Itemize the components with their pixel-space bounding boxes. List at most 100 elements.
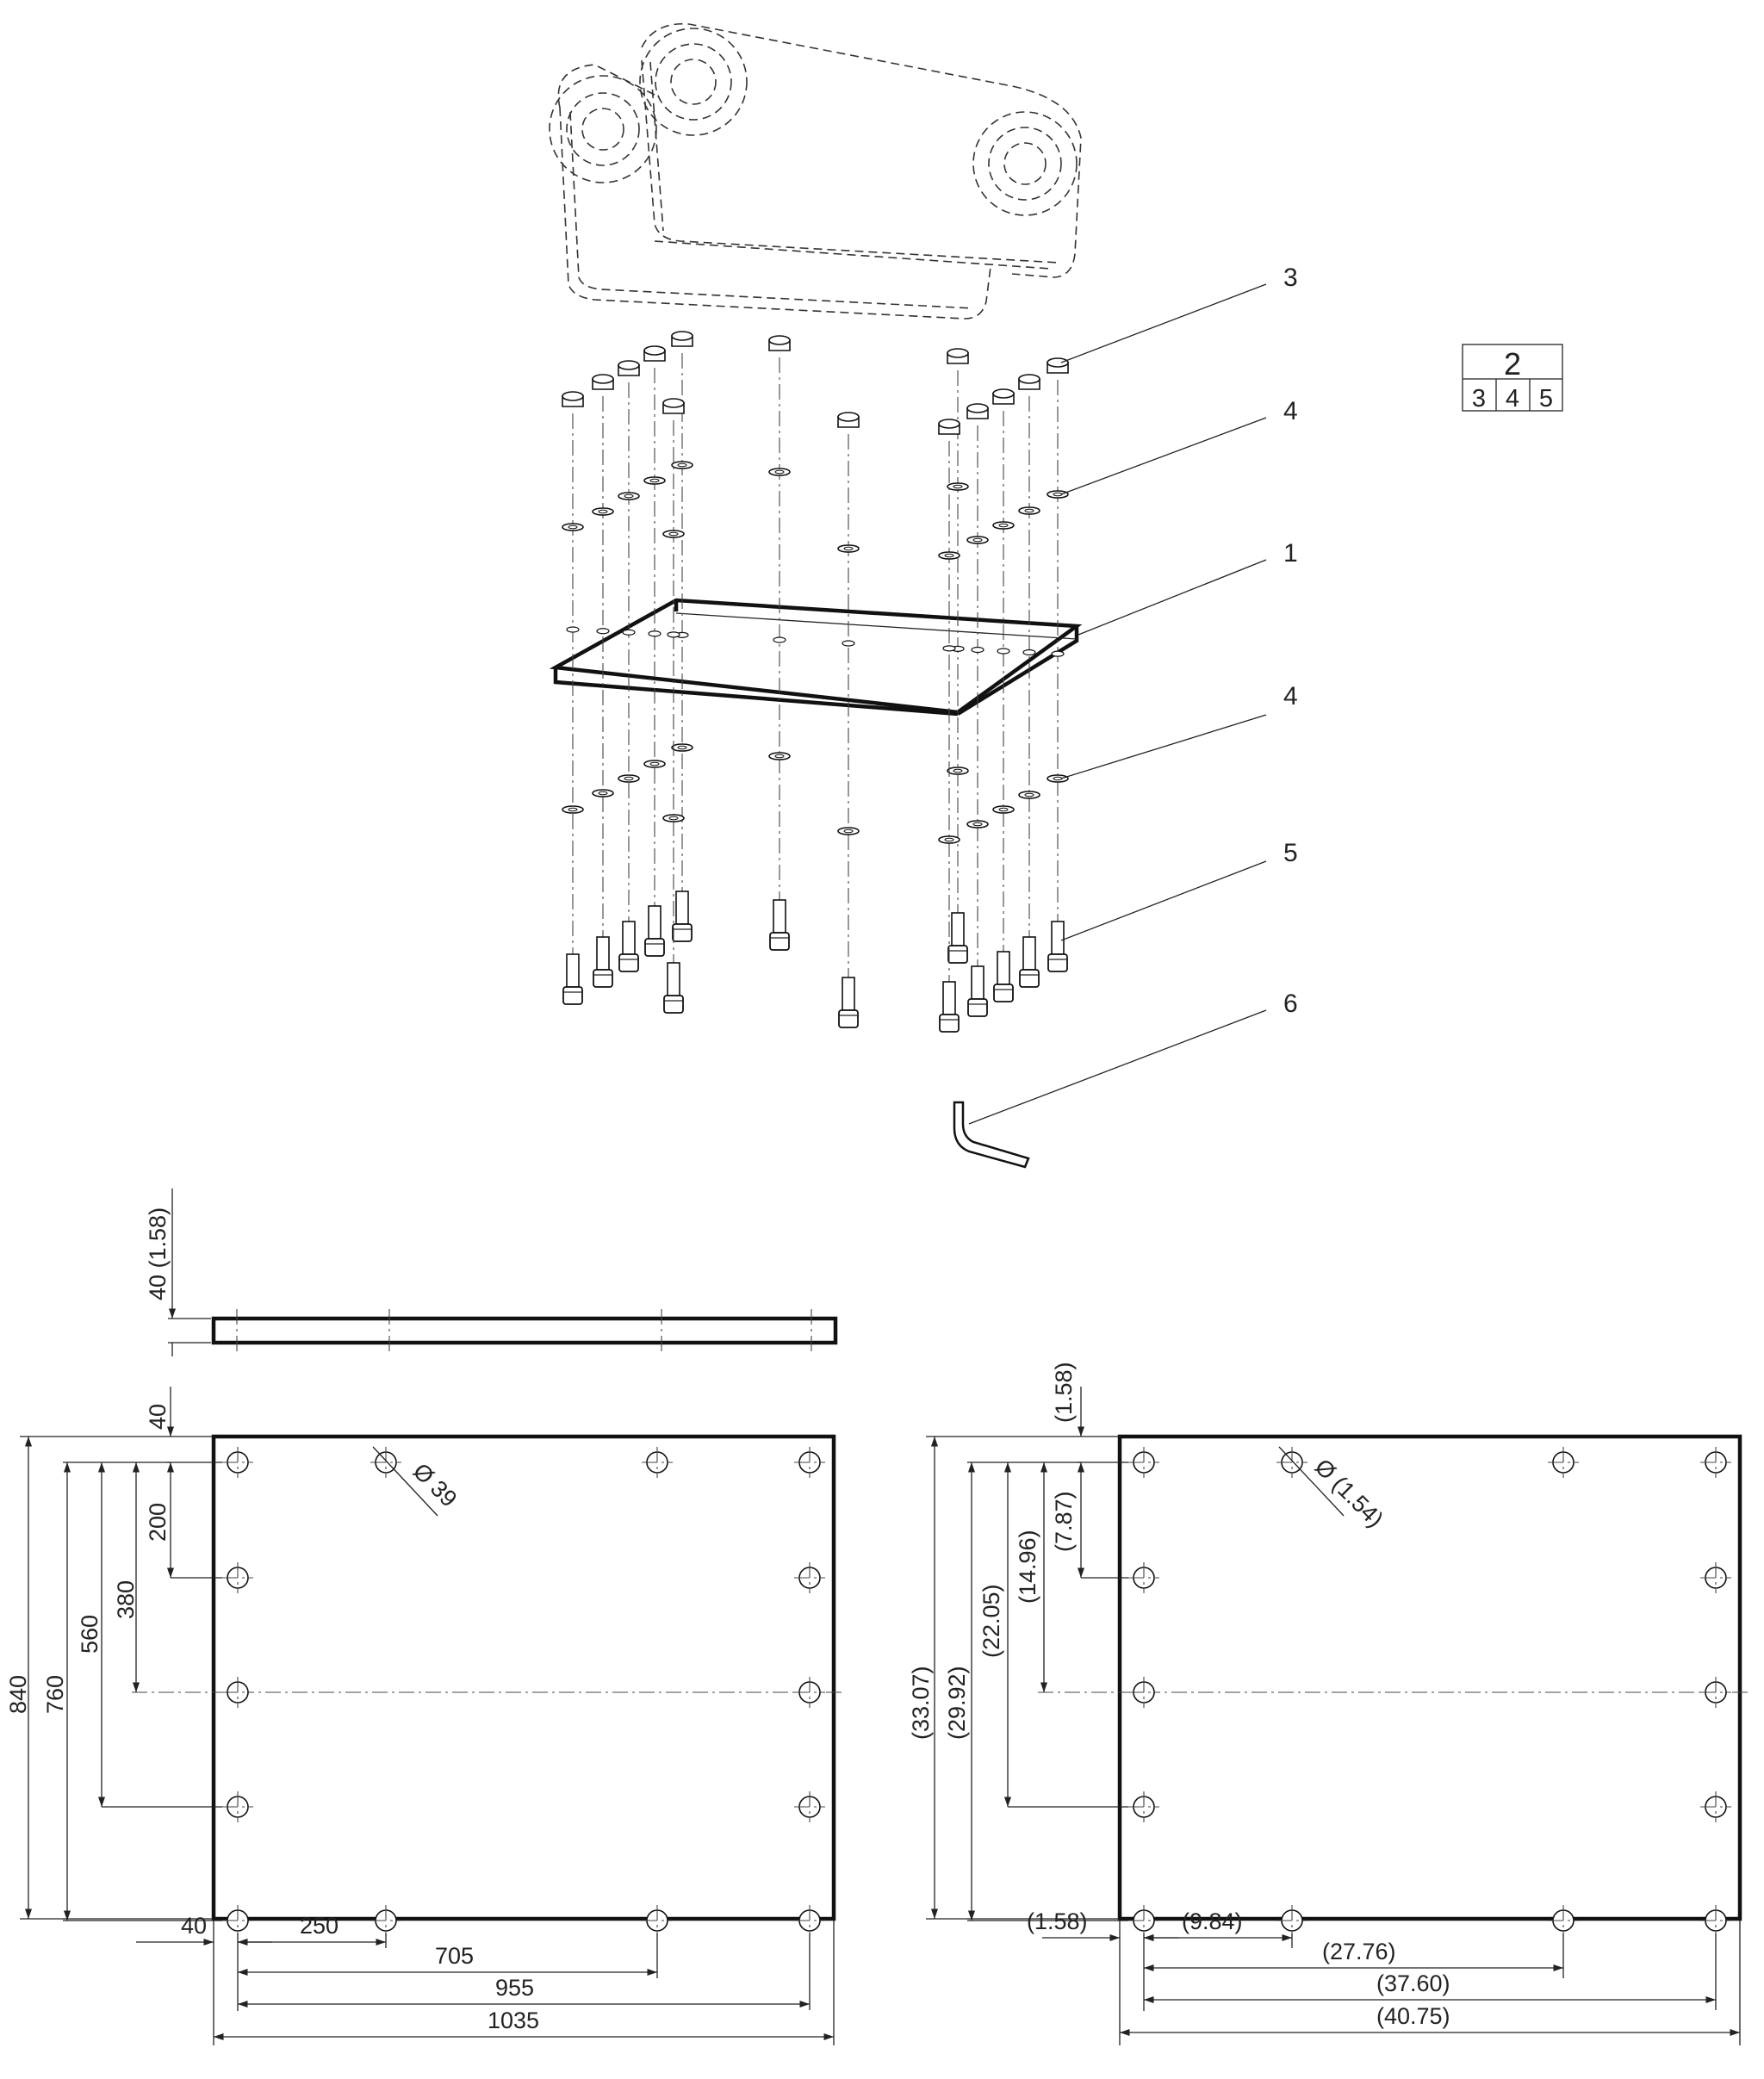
washer — [592, 789, 614, 797]
washer — [837, 827, 860, 835]
plate-outline — [211, 1434, 836, 1921]
nut-top — [618, 360, 640, 370]
bolt-hole — [794, 1905, 825, 1936]
bolt-shank — [1022, 936, 1036, 971]
bolt-hole — [222, 1447, 253, 1478]
washer-hole — [668, 531, 679, 537]
bolt-head — [838, 1009, 859, 1028]
washer-hole — [998, 807, 1009, 812]
plate-hole — [773, 636, 786, 643]
plate-hole — [997, 648, 1010, 655]
bolt-head — [663, 995, 684, 1014]
dim-mm-200: 200 — [145, 1503, 171, 1542]
fastener-stack — [1047, 357, 1069, 972]
dim-in-22-05: (22.05) — [978, 1584, 1004, 1658]
bolt-hole — [1128, 1447, 1159, 1478]
bolt-head — [618, 953, 639, 972]
bolt-hole — [1128, 1562, 1159, 1593]
washer — [947, 482, 969, 491]
nut-top — [966, 403, 989, 413]
dim-mm-left-offset: 40 — [181, 1913, 207, 1939]
nut-top — [938, 419, 960, 429]
fastener-stacks — [562, 331, 1069, 1033]
washer — [966, 820, 989, 828]
bolt-hole — [1548, 1447, 1579, 1478]
diameter-leader — [1278, 1446, 1345, 1517]
dim-in-37-60: (37.60) — [1376, 1970, 1450, 1996]
bolt-shank — [1051, 921, 1065, 955]
washer-hole — [677, 462, 687, 468]
plate-hole — [667, 631, 680, 638]
bolt-hole — [370, 1905, 401, 1936]
bolt-shank — [566, 953, 580, 988]
plate-outline — [1117, 1434, 1742, 1921]
dim-in-40-75: (40.75) — [1376, 2003, 1450, 2029]
nut-top — [992, 388, 1015, 399]
washer — [947, 766, 969, 775]
assembly-reference-box: 2 3 4 5 — [1462, 344, 1563, 413]
washer — [671, 461, 693, 469]
washer — [1018, 506, 1040, 515]
callout-leaders — [968, 283, 1267, 1125]
base-plate — [549, 598, 1083, 717]
bolt-shank — [675, 891, 689, 925]
washer — [938, 835, 960, 844]
bolt-hole — [1128, 1677, 1159, 1708]
bolt-hole — [1276, 1447, 1307, 1478]
washer — [562, 805, 584, 814]
dim-mm-705: 705 — [435, 1943, 474, 1969]
bolt-hole — [794, 1447, 825, 1478]
washer-hole — [598, 791, 608, 796]
exploded-assembly-view: 3 4 1 4 5 6 — [549, 22, 1298, 1169]
callout-1: 1 — [1283, 539, 1298, 568]
bolt-head — [939, 1014, 960, 1033]
washer-hole — [1024, 508, 1034, 513]
fastener-stack — [837, 412, 860, 1028]
washer-hole — [944, 837, 954, 842]
bolt-hole — [222, 1791, 253, 1822]
thickness-dimension: 40 (1.58) — [145, 1207, 171, 1300]
washer-hole — [774, 469, 785, 475]
fastener-stack — [671, 331, 693, 942]
bolt-hole — [1128, 1791, 1159, 1822]
dim-mm-250: 250 — [300, 1913, 339, 1939]
bolt-hole — [1700, 1562, 1731, 1593]
fastener-stack — [947, 348, 969, 964]
washer — [1047, 490, 1069, 499]
washer — [562, 523, 584, 531]
washer-hole — [624, 493, 634, 499]
front-view-mm — [20, 1387, 842, 2045]
bolt-head — [593, 969, 613, 988]
bolt-shank — [842, 977, 855, 1011]
bolt-hole — [222, 1905, 253, 1936]
bolt-shank — [942, 981, 956, 1015]
dim-in-29-92: (29.92) — [944, 1666, 970, 1740]
dim-in-27-76: (27.76) — [1322, 1939, 1396, 1964]
bolt-head — [947, 945, 968, 964]
diameter-leader — [372, 1446, 438, 1517]
washer-hole — [972, 537, 983, 543]
bolt-head — [769, 932, 790, 951]
dim-in-14-96: (14.96) — [1015, 1530, 1040, 1604]
washer — [618, 774, 640, 783]
washer — [1047, 774, 1069, 783]
bolt-hole — [222, 1677, 253, 1708]
washer — [768, 468, 791, 476]
plate-hole — [842, 640, 855, 647]
bolt-shank — [596, 936, 610, 971]
bolt-head — [1047, 953, 1068, 972]
nut-top — [1018, 374, 1040, 384]
washer-hole — [649, 478, 660, 483]
plate-hole — [1022, 649, 1036, 656]
dim-mm-560: 560 — [77, 1615, 102, 1654]
bolt-shank — [622, 921, 636, 955]
bolt-shank — [951, 912, 965, 946]
washer-hole — [624, 776, 634, 781]
washer-hole — [843, 828, 854, 834]
plate-hole — [942, 645, 956, 652]
fastener-stack — [992, 388, 1015, 1002]
assembly-cell-3: 3 — [1472, 385, 1486, 413]
bolt-shank — [971, 965, 984, 1000]
washer-hole — [649, 761, 660, 766]
bolt-hole — [1700, 1677, 1731, 1708]
